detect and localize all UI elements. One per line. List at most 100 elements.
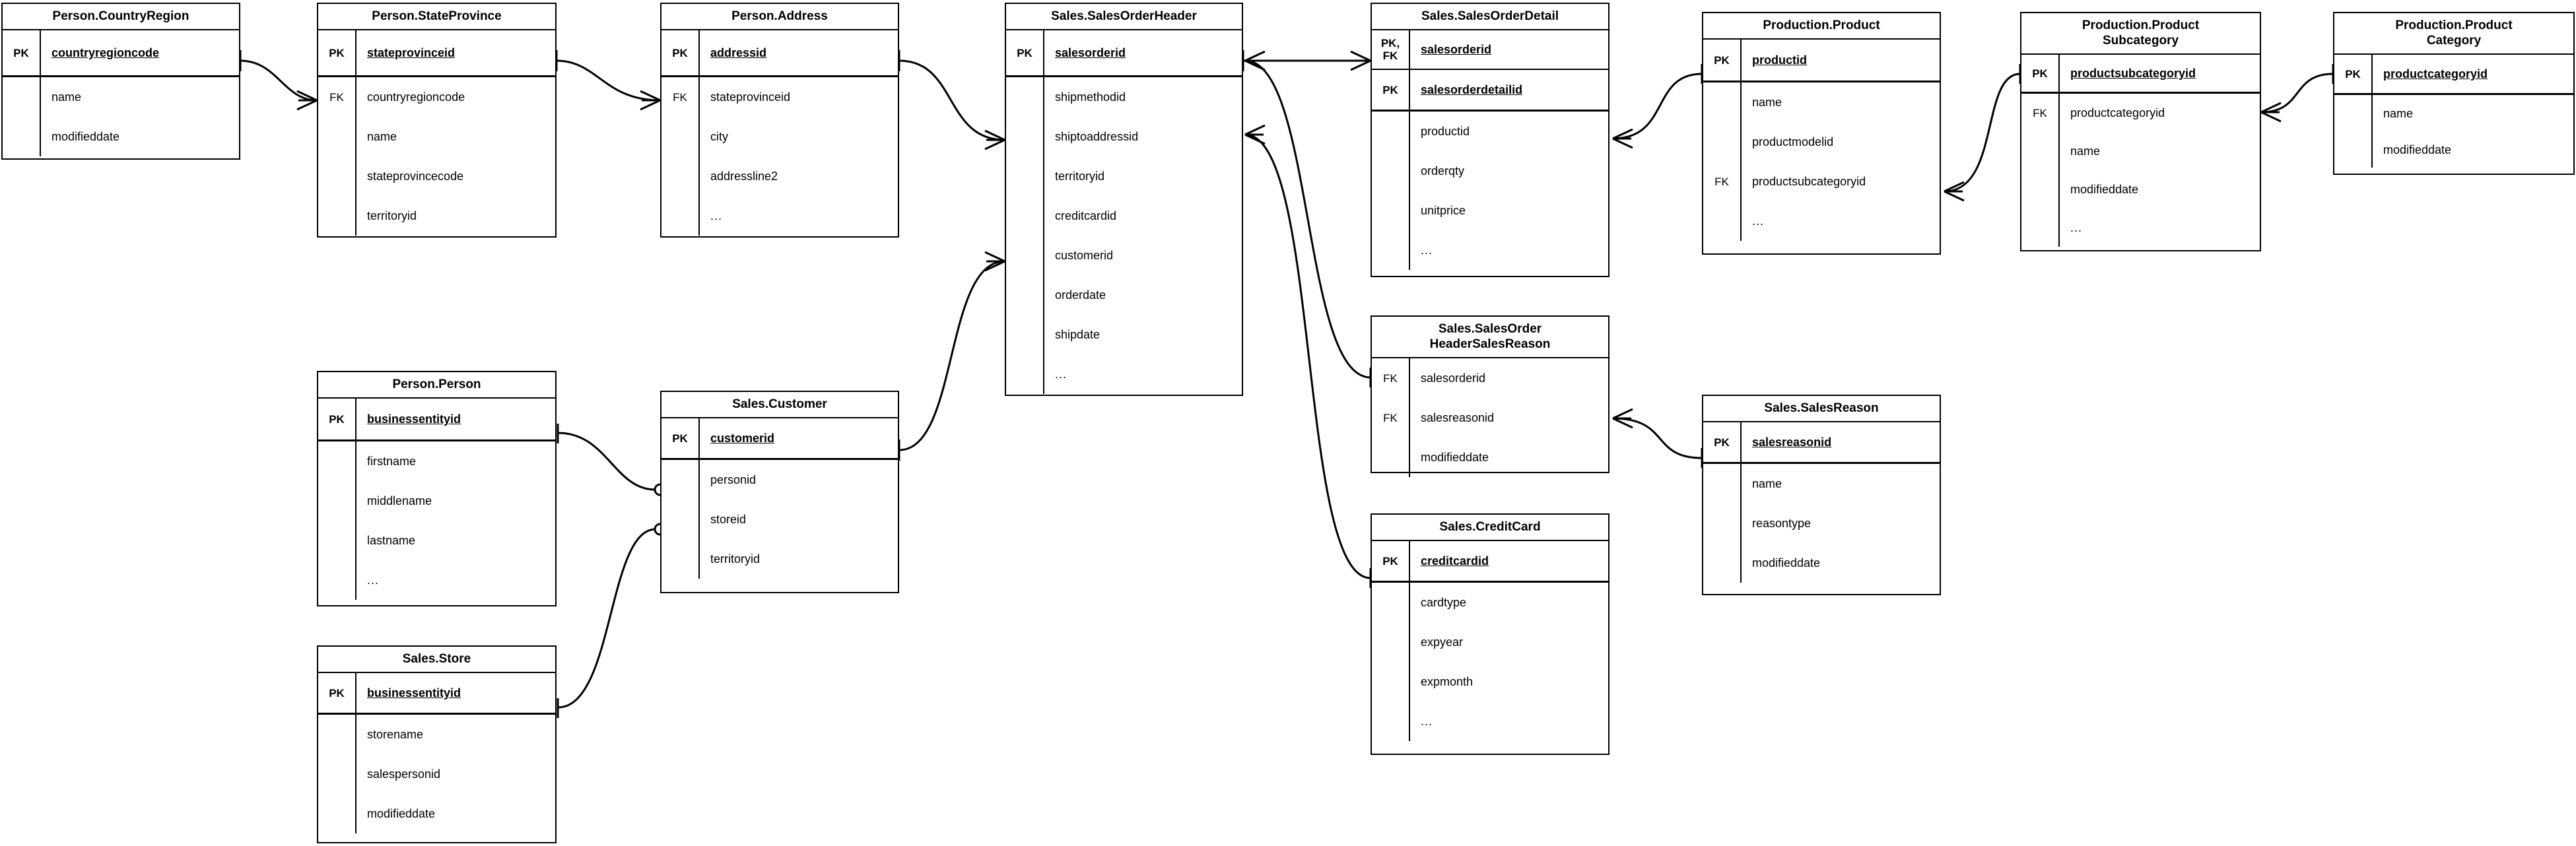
attribute-row[interactable]: ...	[1372, 230, 1608, 270]
attribute-row[interactable]: ...	[1703, 201, 1940, 241]
key-indicator	[1372, 622, 1410, 662]
entity-title: Person.Address	[661, 4, 898, 30]
attribute-row[interactable]: modifieddate	[2021, 170, 2260, 209]
entity-production-productsubcategory[interactable]: Production.Product Subcategory PK produc…	[2020, 12, 2261, 251]
attribute-name: customerid	[1055, 249, 1114, 262]
key-indicator: PK	[318, 30, 356, 75]
attribute-row[interactable]: PK salesorderdetailid	[1372, 70, 1608, 110]
attribute-row[interactable]: orderqty	[1372, 151, 1608, 191]
attribute-name: orderqty	[1421, 164, 1465, 178]
attribute-row[interactable]: FK productcategoryid	[2021, 94, 2260, 132]
entity-sales-salesreason[interactable]: Sales.SalesReason PK salesreasonid name …	[1702, 395, 1941, 595]
entity-sales-creditcard[interactable]: Sales.CreditCard PK creditcardid cardtyp…	[1371, 513, 1610, 755]
attribute-row[interactable]: reasontype	[1703, 504, 1940, 543]
attribute-name: expmonth	[1421, 675, 1474, 688]
attribute-row[interactable]: FK productsubcategoryid	[1703, 162, 1940, 201]
attribute-name: reasontype	[1752, 517, 1812, 530]
attribute-row[interactable]: expyear	[1372, 622, 1608, 662]
attribute-row[interactable]: modifieddate	[1703, 543, 1940, 583]
attribute-row[interactable]: shiptoaddressid	[1006, 117, 1242, 156]
attribute-row[interactable]: modifieddate	[1372, 438, 1608, 477]
attribute-row[interactable]: PK businessentityid	[318, 399, 555, 439]
attribute-row[interactable]: ...	[1372, 701, 1608, 741]
key-indicator	[1006, 117, 1044, 156]
entity-production-product[interactable]: Production.Product PK productid name pro…	[1702, 12, 1941, 255]
entity-sales-salesorderheader[interactable]: Sales.SalesOrderHeader PK salesorderid s…	[1005, 3, 1243, 396]
attribute-row[interactable]: name	[1703, 82, 1940, 122]
attribute-row[interactable]: modifieddate	[318, 794, 555, 833]
attribute-row[interactable]: ...	[1006, 354, 1242, 394]
attribute-row[interactable]: stateprovincecode	[318, 156, 555, 196]
key-indicator	[1703, 201, 1742, 241]
attribute-row[interactable]: FK countryregioncode	[318, 77, 555, 117]
attribute-row[interactable]: salespersonid	[318, 754, 555, 794]
entity-title: Sales.SalesOrderHeader	[1006, 4, 1242, 30]
attribute-row[interactable]: name	[1703, 464, 1940, 504]
attribute-row[interactable]: shipdate	[1006, 315, 1242, 354]
entity-body-section: productid orderqty unitprice ...	[1372, 112, 1608, 276]
attribute-row[interactable]: modifieddate	[2334, 131, 2573, 168]
attribute-row[interactable]: PK productcategoryid	[2334, 55, 2573, 93]
attribute-row[interactable]: ...	[661, 196, 898, 236]
attribute-row[interactable]: FK salesorderid	[1372, 358, 1608, 398]
attribute-row[interactable]: ...	[2021, 209, 2260, 247]
attribute-row[interactable]: territoryid	[1006, 156, 1242, 196]
attribute-row[interactable]: orderdate	[1006, 275, 1242, 315]
entity-sales-store[interactable]: Sales.Store PK businessentityid storenam…	[317, 645, 557, 843]
attribute-row[interactable]: PK countryregioncode	[3, 30, 239, 75]
attribute-row[interactable]: productid	[1372, 112, 1608, 151]
attribute-row[interactable]: addressline2	[661, 156, 898, 196]
attribute-row[interactable]: ...	[318, 560, 555, 600]
attribute-name: ...	[710, 209, 723, 222]
attribute-row[interactable]: PK businessentityid	[318, 673, 555, 713]
attribute-row[interactable]: PK addressid	[661, 30, 898, 75]
entity-production-productcategory[interactable]: Production.Product Category PK productca…	[2333, 12, 2575, 175]
attribute-row[interactable]: FK salesreasonid	[1372, 398, 1608, 438]
attribute-row[interactable]: productmodelid	[1703, 122, 1940, 162]
attribute-name: salesorderid	[1421, 372, 1486, 385]
attribute-row[interactable]: PK salesreasonid	[1703, 422, 1940, 462]
attribute-row[interactable]: personid	[661, 460, 898, 500]
attribute-row[interactable]: storename	[318, 715, 555, 754]
entity-person-person[interactable]: Person.Person PK businessentityid firstn…	[317, 371, 557, 606]
attribute-row[interactable]: FK stateprovinceid	[661, 77, 898, 117]
attribute-row[interactable]: name	[318, 117, 555, 156]
attribute-row[interactable]: modifieddate	[3, 117, 239, 156]
attribute-row[interactable]: unitprice	[1372, 191, 1608, 230]
entity-person-address[interactable]: Person.Address PK addressid FK stateprov…	[660, 3, 899, 238]
attribute-row[interactable]: territoryid	[318, 196, 555, 236]
entity-person-countryregion[interactable]: Person.CountryRegion PK countryregioncod…	[1, 3, 240, 160]
entity-sales-customer[interactable]: Sales.Customer PK customerid personid st…	[660, 391, 899, 593]
attribute-name: shiptoaddressid	[1055, 130, 1139, 143]
key-indicator: FK	[1372, 358, 1410, 398]
attribute-row[interactable]: PK, FK salesorderid	[1372, 30, 1608, 70]
attribute-row[interactable]: territoryid	[661, 539, 898, 579]
entity-body-section: FK salesorderid FK salesreasonid modifie…	[1372, 358, 1608, 477]
attribute-row[interactable]: storeid	[661, 500, 898, 539]
attribute-row[interactable]: cardtype	[1372, 583, 1608, 622]
attribute-row[interactable]: PK customerid	[661, 418, 898, 458]
attribute-row[interactable]: PK creditcardid	[1372, 541, 1608, 581]
attribute-row[interactable]: creditcardid	[1006, 196, 1242, 236]
attribute-row[interactable]: middlename	[318, 481, 555, 521]
attribute-row[interactable]: name	[2334, 95, 2573, 131]
attribute-row[interactable]: shipmethodid	[1006, 77, 1242, 117]
key-indicator	[1372, 230, 1410, 270]
attribute-row[interactable]: PK productsubcategoryid	[2021, 55, 2260, 92]
attribute-row[interactable]: firstname	[318, 441, 555, 481]
attribute-row[interactable]: expmonth	[1372, 662, 1608, 701]
attribute-row[interactable]: name	[3, 77, 239, 117]
attribute-name: name	[2070, 145, 2101, 158]
attribute-row[interactable]: customerid	[1006, 236, 1242, 275]
attribute-row[interactable]: PK productid	[1703, 40, 1940, 81]
entity-sales-salesorderdetail[interactable]: Sales.SalesOrderDetail PK, FK salesorder…	[1371, 3, 1610, 277]
attribute-row[interactable]: PK stateprovinceid	[318, 30, 555, 75]
entity-body-section: storename salespersonid modifieddate	[318, 715, 555, 842]
entity-sales-salesorderheadersalesreason[interactable]: Sales.SalesOrder HeaderSalesReason FK sa…	[1371, 315, 1610, 477]
attribute-name: stateprovinceid	[367, 46, 456, 59]
entity-person-stateprovince[interactable]: Person.StateProvince PK stateprovinceid …	[317, 3, 557, 238]
attribute-row[interactable]: PK salesorderid	[1006, 30, 1242, 75]
attribute-row[interactable]: lastname	[318, 521, 555, 560]
attribute-row[interactable]: city	[661, 117, 898, 156]
attribute-row[interactable]: name	[2021, 132, 2260, 170]
